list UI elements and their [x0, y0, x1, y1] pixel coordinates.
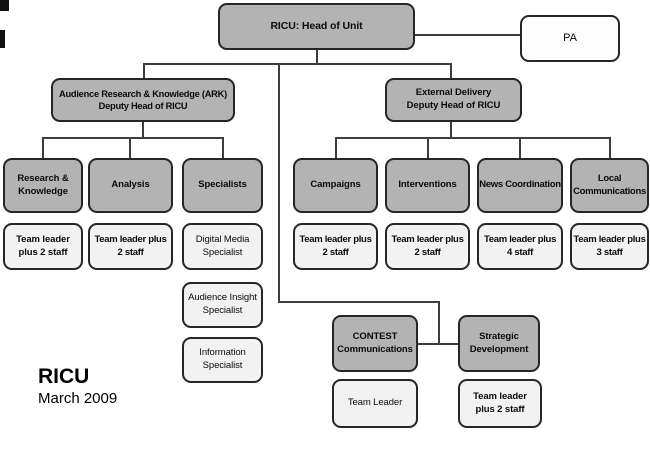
node-label-line2: Specialist: [202, 360, 243, 371]
node-label-line2: Knowledge: [18, 185, 68, 197]
node-label-line2: 2 staff: [414, 246, 441, 258]
node-label-line1: Team leader plus: [391, 233, 464, 245]
connector-external-stub-top: [450, 63, 452, 78]
node-research-team: Team leader plus 2 staff: [3, 223, 83, 270]
chart-title: RICU: [38, 365, 90, 388]
node-strategic-development: Strategic Development: [458, 315, 540, 372]
node-label-line2: 4 staff: [507, 246, 533, 258]
node-information-specialist: Information Specialist: [182, 337, 263, 383]
chart-caption: RICU March 2009: [38, 365, 117, 409]
connector-local-stub: [609, 137, 611, 158]
node-pa: PA: [520, 15, 620, 62]
node-analysis: Analysis: [88, 158, 173, 213]
connector-contest-strategic: [418, 343, 458, 345]
connector-analysis-stub: [129, 137, 131, 158]
node-label-line2: 2 staff: [117, 246, 144, 258]
node-label-line1: CONTEST: [352, 330, 398, 342]
node-external-deputy: External Delivery Deputy Head of RICU: [385, 78, 522, 122]
scan-artifact: [0, 0, 9, 11]
node-local-team: Team leader plus 3 staff: [570, 223, 649, 270]
connector-level1-hline: [143, 63, 452, 65]
node-label-line1: Team leader plus: [573, 233, 646, 245]
node-ark-deputy: Audience Research & Knowledge (ARK) Depu…: [51, 78, 235, 122]
node-research-knowledge: Research & Knowledge: [3, 158, 83, 213]
node-campaigns-team: Team leader plus 2 staff: [293, 223, 378, 270]
node-campaigns: Campaigns: [293, 158, 378, 213]
node-label-line2: Communications: [573, 185, 646, 197]
connector-head-pa: [415, 34, 520, 36]
node-analysis-team: Team leader plus 2 staff: [88, 223, 173, 270]
node-label: Interventions: [398, 179, 457, 191]
node-label-line1: Information: [199, 347, 246, 359]
node-label-line1: Audience Insight: [188, 292, 257, 304]
node-label: RICU: Head of Unit: [270, 19, 363, 32]
node-label-line1: Team leader plus: [299, 233, 372, 245]
node-strategic-team: Team leader plus 2 staff: [458, 379, 542, 428]
node-contest-communications: CONTEST Communications: [332, 315, 418, 372]
connector-contest-hline-long: [278, 301, 440, 303]
node-specialists: Specialists: [182, 158, 263, 213]
connector-contest-vline-drop: [438, 301, 440, 345]
node-label: Specialists: [198, 179, 247, 191]
node-label-line2: Deputy Head of RICU: [406, 100, 501, 111]
node-digital-media-specialist: Digital Media Specialist: [182, 223, 263, 270]
node-interventions: Interventions: [385, 158, 470, 213]
node-label: Analysis: [111, 179, 150, 191]
chart-date: March 2009: [38, 390, 118, 408]
connector-external-hline: [335, 137, 611, 139]
node-label-line1: Team leader: [16, 233, 70, 245]
node-label-line1: Strategic: [479, 330, 519, 342]
node-label-line1: Team leader plus: [483, 233, 557, 245]
connector-ark-stub-top: [143, 63, 145, 78]
connector-external-stub-bottom: [450, 122, 452, 138]
node-contest-team: Team Leader: [332, 379, 418, 428]
connector-ark-stub-bottom: [142, 122, 144, 138]
node-head-of-unit: RICU: Head of Unit: [218, 3, 415, 50]
node-label: News Coordination: [479, 179, 561, 191]
node-label-line2: 3 staff: [596, 246, 623, 258]
node-label-line2: 2 staff: [322, 246, 349, 258]
connector-interventions-stub: [427, 137, 429, 158]
node-label-line1: External Delivery: [415, 87, 492, 99]
node-label-line1: Local: [597, 172, 622, 184]
node-label: PA: [563, 32, 577, 45]
node-label-line2: Development: [469, 343, 529, 355]
connector-news-stub: [519, 137, 521, 158]
node-label-line2: Deputy Head of RICU: [98, 101, 188, 111]
connector-research-stub: [42, 137, 44, 158]
connector-campaigns-stub: [335, 137, 337, 158]
node-label: Campaigns: [310, 179, 361, 191]
connector-contest-vline-long: [278, 63, 280, 303]
node-label-line1: Team leader plus: [94, 233, 167, 245]
node-news-team: Team leader plus 4 staff: [477, 223, 563, 270]
node-label-line1: Digital Media: [195, 233, 250, 245]
node-label-line1: Research &: [17, 172, 69, 184]
connector-head-stub: [316, 50, 318, 65]
node-label: Team Leader: [347, 397, 403, 409]
node-label-line1: Team leader: [473, 390, 527, 402]
node-local-communications: Local Communications: [570, 158, 649, 213]
node-label-line1: Audience Research & Knowledge (ARK): [59, 88, 227, 99]
scan-artifact: [0, 30, 5, 48]
node-label-line2: Specialist: [202, 246, 243, 258]
node-news-coordination: News Coordination: [477, 158, 563, 213]
node-label-line2: plus 2 staff: [475, 403, 525, 415]
node-label-line2: Communications: [337, 343, 413, 355]
connector-ark-hline: [42, 137, 224, 139]
node-interventions-team: Team leader plus 2 staff: [385, 223, 470, 270]
node-label-line2: plus 2 staff: [18, 246, 68, 258]
node-label-line2: Specialist: [202, 305, 243, 316]
connector-specialists-stub: [222, 137, 224, 158]
node-audience-insight-specialist: Audience Insight Specialist: [182, 282, 263, 328]
